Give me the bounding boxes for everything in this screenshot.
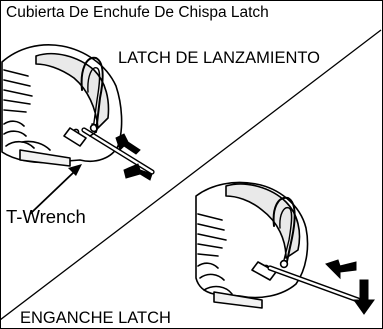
engage-latch-label: ENGANCHE LATCH [20,309,171,327]
release-latch-illustration [1,43,155,175]
t-wrench-label: T-Wrench [6,206,86,227]
diagonal-divider [0,29,382,321]
release-latch-label: LATCH DE LANZAMIENTO [118,49,321,67]
engage-latch-illustration [195,181,361,309]
engage-direction-arrows [325,259,375,315]
diagram-title: Cubierta De Enchufe De Chispa Latch [6,4,269,21]
pointer-arrow-icon [29,164,82,215]
release-direction-arrows [115,133,153,181]
